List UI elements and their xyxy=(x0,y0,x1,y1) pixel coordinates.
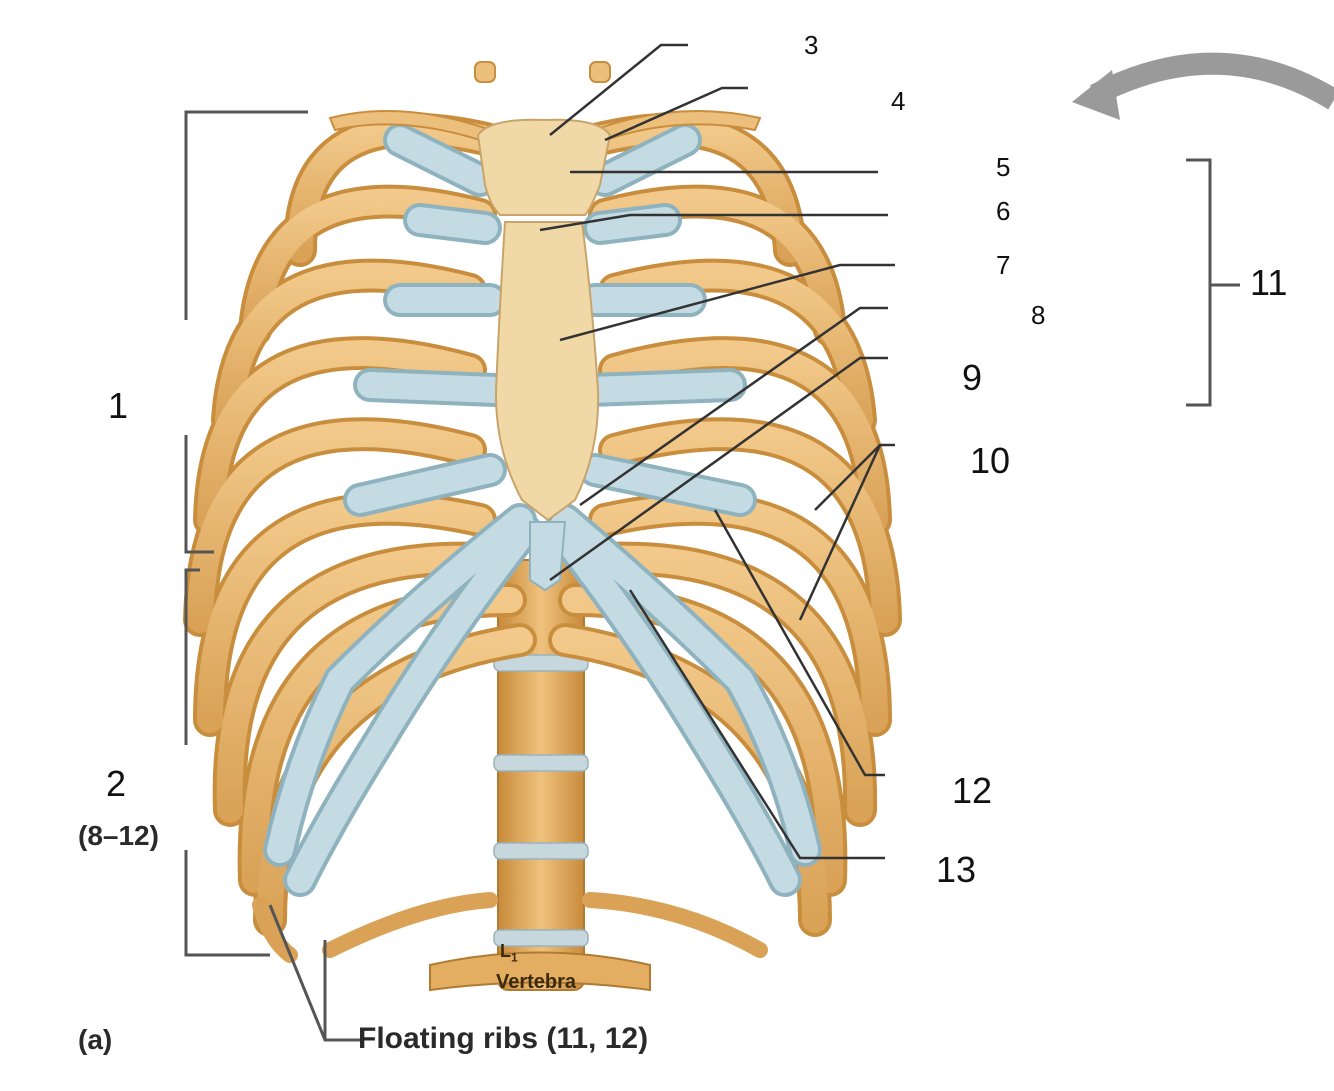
label-5: 5 xyxy=(992,154,1015,180)
sternal-body xyxy=(494,221,600,522)
label-2: 2 xyxy=(102,766,131,802)
floating-ribs-label: Floating ribs (11, 12) xyxy=(358,1022,649,1055)
label-4: 4 xyxy=(887,88,910,114)
clavicles xyxy=(328,61,762,142)
label-12: 12 xyxy=(948,773,997,809)
label-1: 1 xyxy=(104,388,133,424)
label-6: 6 xyxy=(992,198,1015,224)
rotation-arrow xyxy=(1089,52,1334,110)
vertebral-column xyxy=(429,559,651,992)
brackets xyxy=(184,110,1240,1042)
label-13: 13 xyxy=(932,852,981,888)
leader-lines xyxy=(539,43,895,860)
ribs xyxy=(183,112,902,963)
manubrium xyxy=(476,118,612,216)
label-10: 10 xyxy=(966,443,1015,479)
ribs-range-label: (8–12) xyxy=(78,820,159,851)
label-9: 9 xyxy=(958,360,987,396)
vertebra-letter: L xyxy=(500,941,511,961)
vertebra-level-label: L1 xyxy=(500,942,518,964)
panel-label: (a) xyxy=(78,1024,113,1055)
label-7: 7 xyxy=(992,252,1015,278)
label-3: 3 xyxy=(800,32,823,58)
vertebra-subscript: 1 xyxy=(511,950,518,965)
label-8: 8 xyxy=(1027,302,1050,328)
costal-cartilages xyxy=(263,123,822,897)
label-11: 11 xyxy=(1246,265,1292,301)
xiphoid-process xyxy=(529,521,567,592)
arrow-head xyxy=(1072,70,1120,120)
sternum xyxy=(476,118,612,592)
vertebra-label: Vertebra xyxy=(496,971,577,993)
